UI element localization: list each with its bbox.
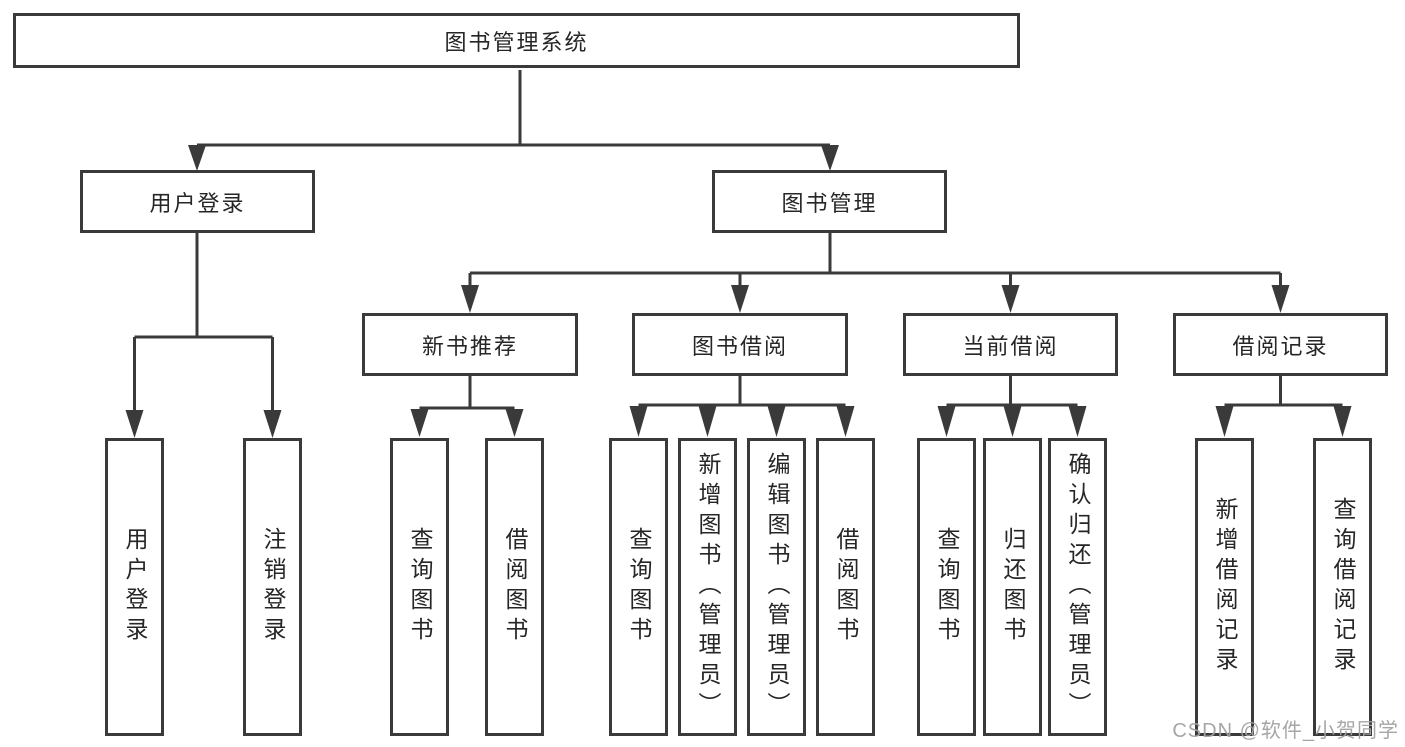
leaf-records-add-borrow-record-label: 新增借阅记录 [1212,497,1238,677]
leaf-logout-login-label: 注销登录 [260,527,286,647]
connector-borrow-records-to-leaves [1224,376,1343,407]
leaf-current-query-books: 查询图书 [917,438,976,736]
arrowheads-user-login-leaves [125,410,282,438]
leaf-records-query-borrow-record: 查询借阅记录 [1313,438,1372,736]
arrowheads-new-books-leaves [410,409,524,437]
arrowheads-level2 [188,145,839,171]
leaf-user-login-label: 用户登录 [122,527,148,647]
arrowheads-current-borrow-leaves [937,406,1087,437]
leaf-current-confirm-return-admin: 确认归还（管理员） [1048,438,1107,736]
node-book-borrowing: 图书借阅 [632,313,848,376]
leaf-borrowing-add-books-admin-label: 新增图书（管理员） [695,452,721,722]
leaf-user-login: 用户登录 [105,438,164,736]
arrowheads-book-borrow-leaves [629,406,855,437]
arrowheads-borrow-records-leaves [1215,406,1352,437]
leaf-borrowing-borrow-books: 借阅图书 [816,438,875,736]
leaf-current-query-books-label: 查询图书 [934,527,960,647]
leaf-newbooks-borrow-books: 借阅图书 [485,438,544,736]
leaf-current-return-books: 归还图书 [983,438,1042,736]
leaf-records-add-borrow-record: 新增借阅记录 [1195,438,1254,736]
connector-root-to-level2 [197,70,830,147]
leaf-borrowing-edit-books-admin: 编辑图书（管理员） [747,438,806,736]
leaf-borrowing-borrow-books-label: 借阅图书 [833,527,859,647]
node-new-book-recommendation: 新书推荐 [362,313,578,376]
node-book-management: 图书管理 [712,170,947,233]
connector-book-mgmt-to-level3 [468,233,1282,286]
node-library-management-system: 图书管理系统 [13,13,1020,68]
connector-user-login-to-leaves [133,233,274,412]
leaf-newbooks-query-books: 查询图书 [390,438,449,736]
leaf-records-query-borrow-record-label: 查询借阅记录 [1330,497,1356,677]
arrowheads-level3 [461,285,1290,313]
leaf-newbooks-borrow-books-label: 借阅图书 [502,527,528,647]
leaf-logout-login: 注销登录 [243,438,302,736]
leaf-current-return-books-label: 归还图书 [1000,527,1026,647]
leaf-borrowing-query-books: 查询图书 [609,438,668,736]
node-borrowing-records: 借阅记录 [1173,313,1388,376]
node-user-login: 用户登录 [80,170,315,233]
connector-book-borrow-to-leaves [638,376,846,407]
csdn-watermark: CSDN @软件_小贺同学 [1172,720,1399,742]
leaf-borrowing-query-books-label: 查询图书 [626,527,652,647]
node-current-borrowing: 当前借阅 [903,313,1118,376]
leaf-newbooks-query-books-label: 查询图书 [407,527,433,647]
leaf-current-confirm-return-admin-label: 确认归还（管理员） [1065,452,1091,722]
connector-current-borrow-to-leaves [946,376,1078,407]
connector-new-books-to-leaves [419,376,515,410]
leaf-borrowing-edit-books-admin-label: 编辑图书（管理员） [764,452,790,722]
leaf-borrowing-add-books-admin: 新增图书（管理员） [678,438,737,736]
